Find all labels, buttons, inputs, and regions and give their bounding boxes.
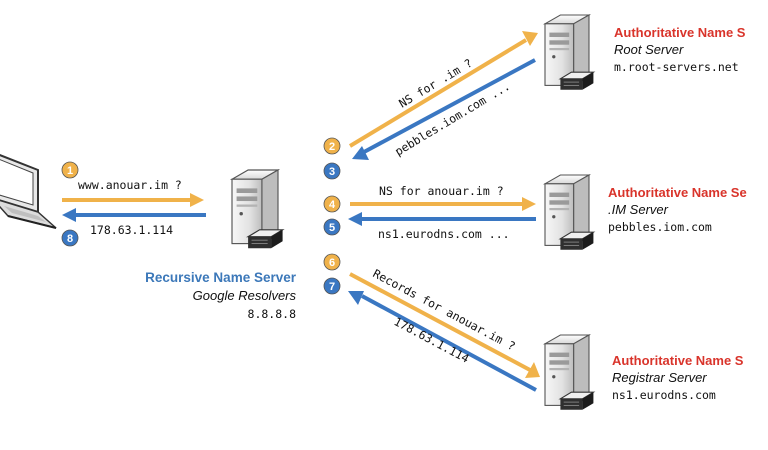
arrow-answer-client (62, 208, 206, 222)
svg-text:1: 1 (67, 165, 73, 177)
recursive-subtitle: Google Resolvers (193, 288, 297, 303)
step-8: 8 (61, 229, 79, 247)
im-server-icon (544, 174, 594, 251)
registrar-server-subtitle: Registrar Server (612, 370, 707, 385)
step-4: 4 (323, 195, 341, 213)
im-server-title: Authoritative Name Se (608, 185, 747, 200)
im-query-label: NS for anouar.im ? (379, 184, 504, 198)
svg-text:4: 4 (329, 199, 336, 211)
arrow-query-im (350, 197, 536, 211)
step-7: 7 (323, 277, 341, 295)
step-3: 3 (323, 162, 341, 180)
client-query-label: www.anouar.im ? (78, 178, 182, 192)
svg-text:3: 3 (329, 166, 335, 178)
arrow-query-registrar (349, 272, 540, 378)
svg-text:7: 7 (329, 281, 335, 293)
arrow-query-root (348, 31, 538, 148)
registrar-server-host: ns1.eurodns.com (612, 388, 716, 402)
registrar-server-icon (544, 334, 594, 411)
root-server-icon (544, 14, 594, 91)
svg-text:6: 6 (329, 257, 335, 269)
arrow-answer-registrar (348, 291, 537, 392)
root-server-subtitle: Root Server (614, 42, 684, 57)
registrar-server-title: Authoritative Name S (612, 353, 744, 368)
client-answer-label: 178.63.1.114 (90, 223, 173, 237)
step-2: 2 (323, 137, 341, 155)
root-server-host: m.root-servers.net (614, 60, 739, 74)
step-6: 6 (323, 253, 341, 271)
root-query-label: NS for .im ? (396, 56, 474, 111)
im-server-host: pebbles.iom.com (608, 220, 712, 234)
laptop-icon (0, 154, 57, 229)
step-1: 1 (61, 161, 79, 179)
svg-text:5: 5 (329, 222, 335, 234)
recursive-server-icon (231, 169, 284, 249)
arrows (62, 31, 540, 392)
svg-text:2: 2 (329, 141, 335, 153)
arrow-answer-im (348, 212, 536, 226)
step-5: 5 (323, 218, 341, 236)
recursive-address: 8.8.8.8 (248, 307, 297, 321)
root-server-title: Authoritative Name S (614, 25, 746, 40)
arrow-answer-root (352, 58, 536, 160)
arrow-query-client (62, 193, 204, 207)
im-server-subtitle: .IM Server (608, 202, 669, 217)
svg-text:8: 8 (67, 233, 73, 245)
im-answer-label: ns1.eurodns.com ... (378, 227, 510, 241)
recursive-title: Recursive Name Server (145, 270, 297, 285)
